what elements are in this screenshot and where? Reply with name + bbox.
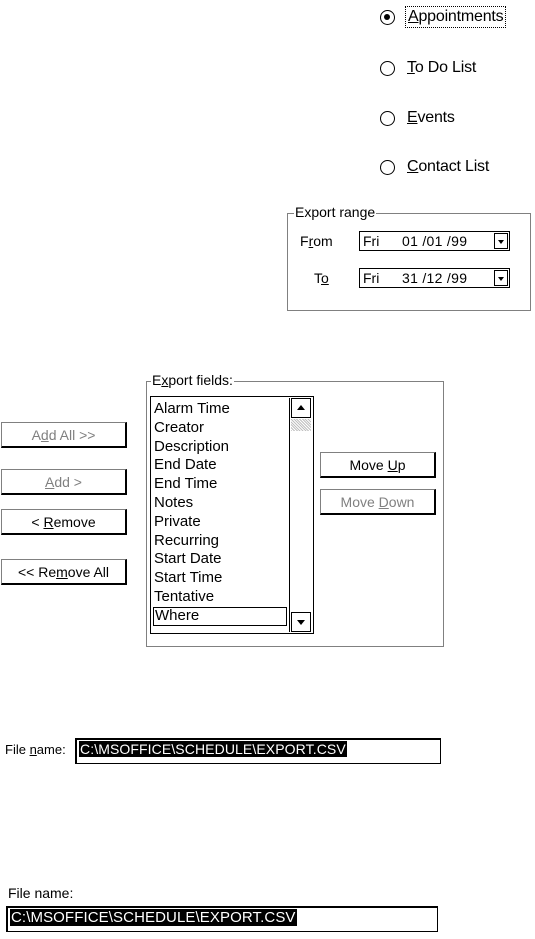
radio-label-to-do-list: To Do List	[407, 59, 477, 76]
export-range-legend: Export range	[294, 204, 377, 220]
list-item[interactable]: Alarm Time	[154, 400, 230, 417]
export-fields-list: Alarm Time Creator Description End Date …	[153, 400, 287, 626]
from-date-combo[interactable]: Fri 01 /01 /99	[359, 231, 510, 251]
to-date-value: 31 /12 /99	[402, 270, 468, 286]
to-day-of-week: Fri	[363, 270, 380, 286]
list-item[interactable]: Start Time	[154, 569, 223, 587]
radio-button[interactable]	[380, 110, 395, 126]
radio-label-events: Events	[407, 109, 455, 126]
file-name-input[interactable]: C:\MSOFFICE\SCHEDULE\EXPORT.CSV	[75, 738, 441, 764]
list-item[interactable]: Tentative	[154, 587, 215, 605]
export-fields-listbox[interactable]: Alarm Time Creator Description End Date …	[150, 396, 314, 634]
vertical-scrollbar[interactable]	[289, 398, 312, 632]
scroll-up-arrow-icon[interactable]	[291, 398, 311, 418]
radio-events[interactable]: Events	[380, 106, 457, 130]
radio-button[interactable]	[380, 60, 395, 76]
list-item[interactable]: End Date	[154, 456, 217, 474]
list-item[interactable]: Start Date	[154, 550, 222, 568]
export-fields-group	[146, 381, 444, 647]
file-name-value: C:\MSOFFICE\SCHEDULE\EXPORT.CSV	[79, 741, 347, 757]
file-name-label-2: File name:	[8, 885, 74, 901]
radio-appointments[interactable]: Appointments	[380, 5, 507, 29]
from-day-of-week: Fri	[363, 233, 380, 249]
radio-label-appointments: Appointments	[405, 6, 507, 28]
chevron-down-icon[interactable]	[494, 270, 508, 286]
radio-button[interactable]	[380, 159, 395, 175]
radio-to-do-list[interactable]: To Do List	[380, 56, 478, 80]
list-item[interactable]: Description	[154, 437, 230, 455]
list-item[interactable]: Private	[154, 512, 201, 530]
to-date-combo[interactable]: Fri 31 /12 /99	[359, 268, 510, 288]
from-label: From	[300, 233, 333, 249]
scroll-down-arrow-icon[interactable]	[291, 612, 311, 632]
file-name-input-2[interactable]: C:\MSOFFICE\SCHEDULE\EXPORT.CSV	[6, 906, 438, 932]
list-item[interactable]: Recurring	[154, 531, 220, 549]
file-name-value-2: C:\MSOFFICE\SCHEDULE\EXPORT.CSV	[10, 909, 297, 926]
scrollbar-track[interactable]	[291, 419, 311, 431]
chevron-down-icon[interactable]	[494, 233, 508, 249]
radio-label-contact-list: Contact List	[407, 158, 490, 175]
export-fields-legend: Export fields:	[151, 372, 234, 388]
export-range-group	[287, 213, 531, 311]
file-name-label: File name:	[5, 742, 66, 757]
radio-button-selected[interactable]	[380, 9, 395, 25]
list-item-focused[interactable]: Where	[153, 606, 287, 626]
to-label: To	[314, 270, 329, 286]
list-item[interactable]: Notes	[154, 493, 194, 511]
from-date-value: 01 /01 /99	[402, 233, 468, 249]
list-item[interactable]: Creator	[154, 418, 205, 436]
radio-contact-list[interactable]: Contact List	[380, 155, 491, 179]
list-item[interactable]: End Time	[154, 475, 218, 493]
